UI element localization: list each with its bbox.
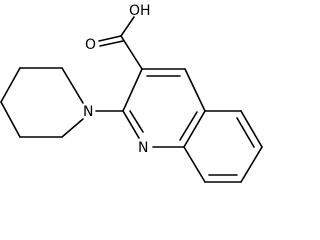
label-hydroxyl: OH bbox=[129, 3, 151, 19]
bond-c-o-double-2 bbox=[99, 40, 124, 47]
label-quinoline-nitrogen: N bbox=[138, 140, 148, 156]
bond-c6-c7 bbox=[240, 146, 263, 183]
piperidine-ring bbox=[0, 67, 84, 138]
bond-n-ca bbox=[61, 67, 84, 104]
molecule-drawing: OH O N N bbox=[0, 3, 263, 183]
bond-c2-c3 bbox=[122, 68, 143, 112]
pyridine-ring bbox=[122, 68, 206, 148]
bond-ce-n bbox=[61, 118, 84, 138]
bond-c4a-c8a bbox=[183, 110, 206, 148]
bond-c5-c6-inner bbox=[236, 117, 255, 148]
label-carbonyl-oxygen: O bbox=[85, 37, 96, 53]
label-piperidine-nitrogen: N bbox=[83, 104, 93, 120]
bond-cb-cc bbox=[0, 67, 21, 103]
bond-c-oh bbox=[120, 16, 135, 37]
carboxylic-acid-group bbox=[98, 16, 143, 70]
benzene-ring bbox=[183, 110, 263, 183]
bond-c4-c4a bbox=[184, 68, 206, 112]
chemical-structure-diagram: OH O N N bbox=[0, 3, 263, 183]
bond-n1-c2-inner bbox=[129, 110, 144, 133]
bond-c4a-c8a-inner bbox=[179, 111, 198, 141]
bond-c8-c8a bbox=[183, 146, 206, 183]
bond-n1-c2 bbox=[122, 110, 140, 139]
bond-cc-cd bbox=[0, 101, 21, 138]
bond-c-ring bbox=[120, 35, 143, 70]
bond-c5-c6 bbox=[240, 110, 263, 148]
bond-c-o-double-1 bbox=[98, 35, 122, 42]
